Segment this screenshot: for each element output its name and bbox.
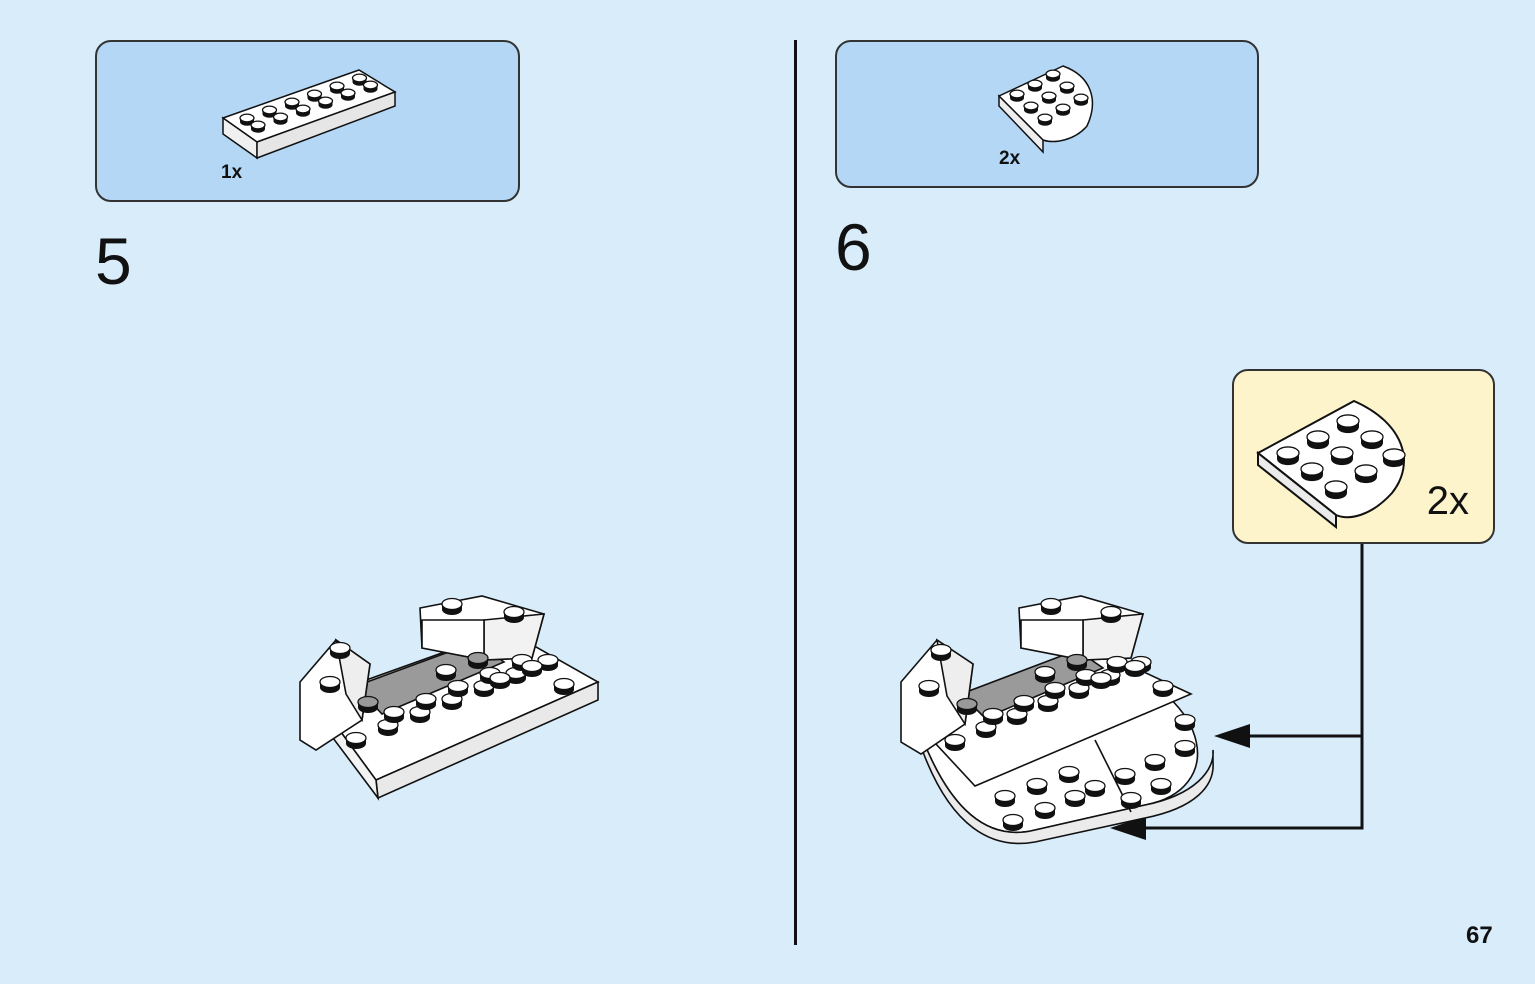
stud-icon (1013, 694, 1035, 712)
stud-icon (1114, 767, 1136, 785)
stud-icon (503, 605, 525, 623)
stud-icon (1045, 69, 1061, 82)
stud-icon (306, 89, 323, 102)
part-quantity: 2x (999, 148, 1021, 169)
stud-icon (435, 663, 457, 681)
stud-icon (317, 96, 334, 109)
callout-arrows (1110, 544, 1364, 840)
stud-icon (1300, 462, 1324, 482)
stud-icon (272, 112, 289, 125)
stud-icon (467, 651, 489, 669)
stud-icon (521, 659, 543, 677)
stud-icon (489, 671, 511, 689)
step-number: 5 (95, 224, 132, 298)
stud-icon (930, 643, 952, 661)
stud-icon (329, 81, 345, 94)
stud-icon (1041, 91, 1057, 104)
stud-icon (447, 679, 469, 697)
stud-icon (1330, 446, 1354, 466)
stud-icon (340, 88, 356, 101)
stud-icon (1084, 779, 1106, 797)
stud-icon (295, 104, 311, 117)
stud-icon (357, 695, 379, 713)
stud-icon (1382, 448, 1406, 468)
plate-2x6-icon (221, 69, 397, 160)
stud-icon (351, 73, 368, 86)
page-divider (794, 40, 797, 945)
stud-icon (1059, 81, 1075, 94)
stud-icon (553, 677, 575, 695)
stud-icon (1174, 739, 1196, 757)
stud-icon (250, 120, 266, 133)
stud-icon (1120, 791, 1142, 809)
stud-icon (1150, 777, 1172, 795)
stud-icon (1026, 777, 1048, 795)
stud-icon (1360, 430, 1384, 450)
arrow-head-icon (1110, 816, 1146, 840)
stud-icon (1037, 113, 1053, 126)
stud-icon (994, 789, 1016, 807)
stud-icon (1027, 79, 1043, 92)
stud-icon (1090, 671, 1112, 689)
stud-icon (1152, 679, 1174, 697)
stud-icon (1034, 801, 1056, 819)
stud-icon (1058, 765, 1080, 783)
step-number: 6 (835, 210, 872, 284)
stud-icon (1002, 813, 1024, 831)
arrow-head-icon (1214, 724, 1250, 748)
stud-icon (383, 705, 405, 723)
stud-icon (284, 97, 300, 110)
round-corner-plate-icon (1256, 399, 1406, 530)
stud-icon (1100, 605, 1122, 623)
stud-icon (441, 597, 463, 615)
stud-icon (1106, 655, 1128, 673)
stud-icon (1009, 89, 1025, 102)
round-corner-plate-icon (997, 65, 1094, 154)
stud-icon (956, 697, 978, 715)
stud-icon (1064, 789, 1086, 807)
assembly-step-6-icon (900, 595, 1214, 845)
stud-icon (1040, 597, 1062, 615)
parts-list-step-6: 2x (835, 40, 1259, 188)
callout-quantity: 2x (1426, 479, 1469, 523)
parts-list-step-5: 1x (95, 40, 520, 202)
stud-icon (1066, 653, 1088, 671)
stud-icon (1174, 713, 1196, 731)
stud-icon (918, 679, 940, 697)
stud-icon (345, 731, 367, 749)
stud-icon (537, 653, 559, 671)
stud-icon (1034, 665, 1056, 683)
stud-icon (1324, 480, 1348, 500)
stud-icon (239, 113, 255, 126)
stud-icon (944, 733, 966, 751)
sub-assembly-callout: 2x (1232, 369, 1495, 544)
stud-icon (362, 80, 379, 93)
stud-icon (319, 675, 341, 693)
part-quantity: 1x (221, 162, 243, 183)
page-number: 67 (1466, 922, 1493, 949)
stud-icon (415, 692, 437, 710)
stud-icon (1073, 93, 1089, 106)
stud-icon (1144, 753, 1166, 771)
assembly-step-5-icon (299, 595, 600, 801)
stud-icon (1124, 659, 1146, 677)
stud-icon (329, 641, 351, 659)
stud-icon (1276, 446, 1300, 466)
stud-icon (261, 105, 278, 118)
stud-icon (1354, 464, 1378, 484)
stud-icon (1336, 414, 1360, 434)
stud-icon (982, 707, 1004, 725)
stud-icon (1023, 101, 1039, 114)
stud-icon (1044, 681, 1066, 699)
stud-icon (1055, 103, 1071, 116)
stud-icon (1306, 430, 1330, 450)
